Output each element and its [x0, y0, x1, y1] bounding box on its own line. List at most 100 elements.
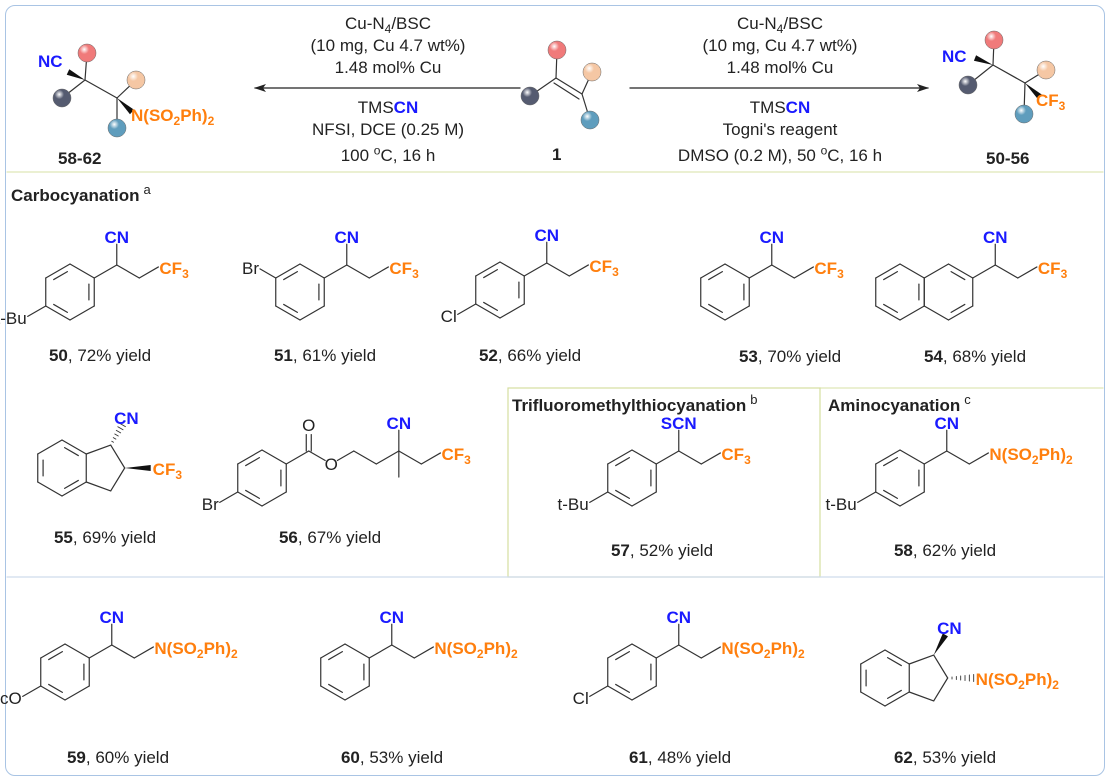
compound-yield: , 62% yield — [912, 541, 997, 560]
functional-group: N(SO2Ph)2 — [721, 638, 805, 661]
oxygen-atom: O — [302, 415, 316, 435]
ring-double-bond — [53, 271, 69, 281]
bond — [110, 444, 126, 469]
ring-double-bond — [53, 303, 69, 313]
ring-bond — [724, 263, 750, 279]
functional-group: CF3 — [152, 460, 183, 482]
bond — [375, 450, 400, 465]
wedge-bond — [117, 98, 135, 115]
bond — [923, 450, 948, 465]
tms-text: TMS — [749, 98, 786, 117]
bond — [22, 685, 42, 698]
compound-number: 51 — [273, 346, 293, 365]
compound-caption: 62, 53% yield — [894, 748, 996, 768]
cyano-group: CN — [666, 608, 692, 628]
bond — [933, 654, 949, 679]
functional-group: N(SO2Ph)2 — [975, 670, 1059, 692]
bond — [346, 264, 370, 279]
substrate-label: 1 — [552, 145, 562, 164]
ring-bond — [947, 305, 974, 321]
ring-double-bond — [615, 651, 631, 661]
substituent: AcO — [0, 689, 22, 709]
ring-bond — [860, 649, 886, 665]
bond — [285, 450, 310, 465]
substituent: Br — [201, 495, 219, 515]
wedge-bond — [933, 633, 948, 656]
wedge-bond — [124, 465, 151, 471]
right-product-nc: NC — [942, 47, 967, 66]
ring-bond — [899, 491, 925, 507]
compound-caption: 53, 70% yield — [739, 347, 841, 367]
ring-double-bond — [483, 269, 499, 279]
compound-yield: , 53% yield — [912, 748, 997, 767]
ring-bond — [724, 305, 750, 321]
compound-number: 57 — [610, 541, 630, 560]
bond — [589, 685, 609, 698]
tms-text: TMS — [357, 98, 394, 117]
compound-yield: , 48% yield — [647, 748, 732, 767]
ring-bond — [631, 643, 657, 659]
ring-double-bond — [883, 489, 899, 499]
cyano-group: CN — [334, 228, 360, 248]
compound-caption: 56, 67% yield — [279, 528, 381, 548]
substituent-ball-teal — [107, 118, 127, 138]
ring-double-bond — [48, 683, 64, 693]
ring-bond — [299, 305, 325, 321]
footnote-marker: a — [143, 182, 151, 198]
bond — [398, 450, 422, 465]
wedge-bond — [1025, 83, 1043, 100]
left-product-nc: NC — [38, 52, 63, 71]
left-cu-mol: 1.48 mol% Cu — [334, 58, 442, 77]
ring-double-bond — [615, 683, 631, 693]
compound-number: 55 — [53, 528, 73, 547]
ring-double-bond — [615, 489, 631, 499]
compound-number: 61 — [628, 748, 648, 767]
functional-group: CF3 — [721, 444, 751, 467]
bond — [413, 646, 435, 659]
ring-bond — [923, 305, 950, 321]
ring-bond — [45, 263, 71, 279]
ring-double-bond — [48, 651, 64, 661]
ring-bond — [607, 643, 633, 659]
ring-bond — [700, 263, 726, 279]
wedge-bond — [973, 55, 993, 65]
alkene-double-bond — [553, 82, 580, 100]
left-catalyst-loading: (10 mg, Cu 4.7 wt%) — [310, 36, 466, 55]
substituent-ball-navy — [52, 88, 72, 108]
cyano-group: CN — [114, 408, 139, 428]
cyano-group: CN — [386, 414, 412, 434]
ring-bond — [875, 491, 901, 507]
bond — [308, 450, 326, 462]
ring-bond — [64, 685, 90, 701]
section-title: Carbocyanation — [11, 186, 140, 205]
bond — [259, 268, 277, 279]
ring-bond — [275, 263, 301, 279]
cyano-group: CN — [99, 608, 125, 628]
compound-yield: , 67% yield — [297, 528, 382, 547]
ring-bond — [499, 303, 525, 319]
bond — [933, 677, 949, 702]
functional-group: N(SO2Ph)2 — [434, 638, 518, 661]
ring-double-bond — [950, 303, 966, 313]
ring-bond — [860, 691, 886, 707]
bond — [992, 64, 1026, 84]
ring-double-bond — [883, 457, 899, 467]
ring-bond — [923, 263, 950, 279]
bond — [523, 262, 548, 277]
bond — [908, 654, 935, 665]
ring-bond — [69, 263, 95, 279]
ring-bond — [899, 263, 925, 279]
bond — [678, 644, 702, 659]
ring-bond — [261, 449, 287, 465]
left-product-group: N(SO2Ph)2 — [131, 106, 215, 128]
compound-caption: 60, 53% yield — [341, 748, 443, 768]
ring-bond — [275, 305, 301, 321]
left-temperature-time: 100 oC, 16 h — [340, 143, 436, 165]
bond — [85, 444, 112, 455]
bond — [546, 262, 570, 277]
substituent: t-Bu — [0, 309, 27, 329]
bond — [589, 491, 609, 503]
section-title: Trifluoromethylthiocyanation — [512, 396, 747, 415]
hash-bond — [118, 422, 126, 428]
